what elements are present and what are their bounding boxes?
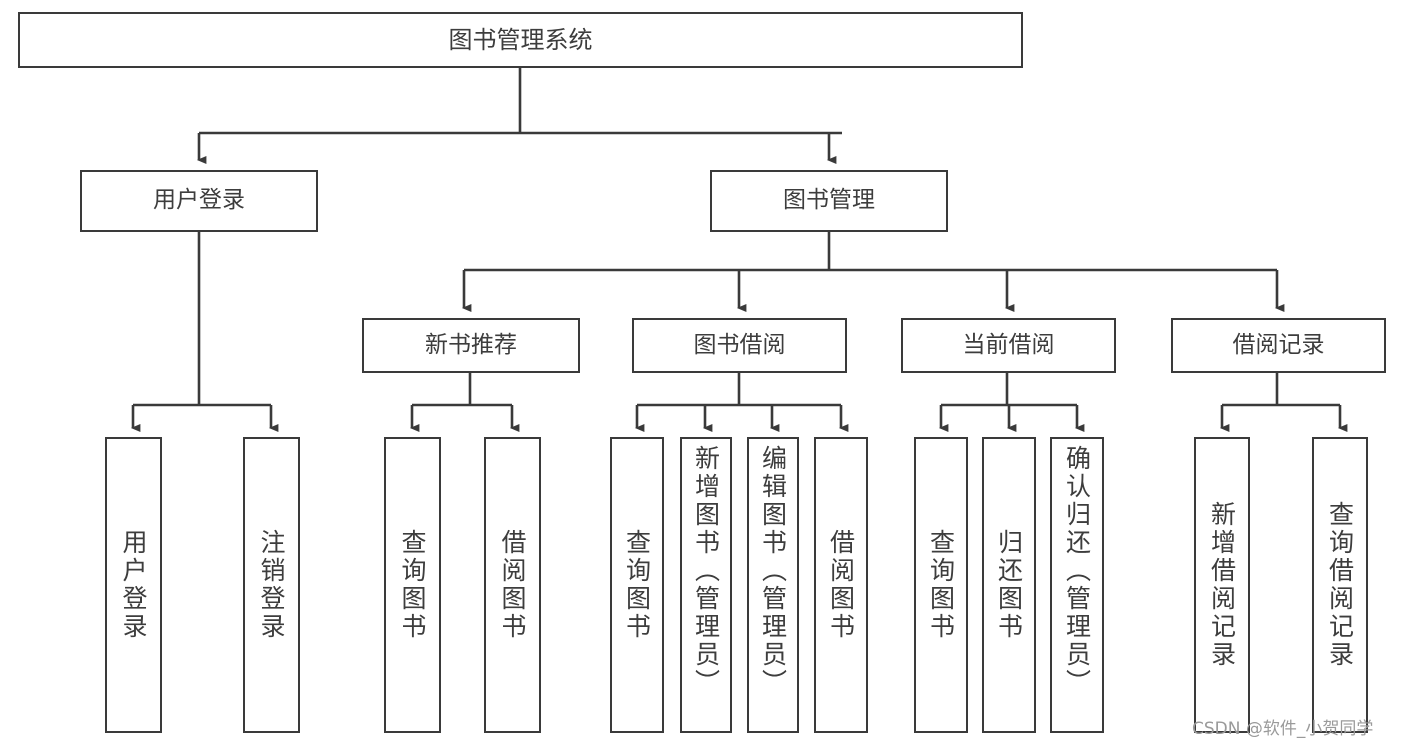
- node-label: 当前借阅: [962, 331, 1055, 358]
- node-user-login[interactable]: 用户登录: [80, 170, 318, 232]
- node-label: 用户登录: [119, 529, 148, 641]
- node-leaf-add-borrow-record[interactable]: 新增借阅记录: [1194, 437, 1250, 733]
- node-label: 借阅图书: [826, 529, 856, 641]
- node-label: 归还图书: [994, 529, 1024, 641]
- node-label: 确认归还（管理员）: [1062, 445, 1092, 697]
- node-leaf-return-book[interactable]: 归还图书: [982, 437, 1036, 733]
- node-label: 查询图书: [622, 529, 652, 641]
- node-borrow-record[interactable]: 借阅记录: [1171, 318, 1386, 373]
- node-leaf-query-book-1[interactable]: 查询图书: [384, 437, 441, 733]
- node-label: 图书管理: [783, 187, 875, 214]
- node-leaf-user-login[interactable]: 用户登录: [105, 437, 162, 733]
- node-label: 新增借阅记录: [1207, 501, 1237, 669]
- node-label: 借阅记录: [1232, 331, 1325, 358]
- node-leaf-query-book-3[interactable]: 查询图书: [914, 437, 968, 733]
- node-book-management[interactable]: 图书管理: [710, 170, 948, 232]
- node-leaf-confirm-return-admin[interactable]: 确认归还（管理员）: [1050, 437, 1104, 733]
- node-leaf-edit-book-admin[interactable]: 编辑图书（管理员）: [747, 437, 799, 733]
- node-leaf-borrow-book-2[interactable]: 借阅图书: [814, 437, 868, 733]
- node-label: 查询图书: [926, 529, 956, 641]
- node-label: 新书推荐: [425, 331, 517, 358]
- node-label: 查询图书: [398, 529, 427, 641]
- node-root-book-management-system[interactable]: 图书管理系统: [18, 12, 1023, 68]
- node-leaf-query-borrow-record[interactable]: 查询借阅记录: [1312, 437, 1368, 733]
- node-label: 编辑图书（管理员）: [758, 445, 788, 697]
- node-label: 图书借阅: [693, 331, 786, 358]
- node-label: 新增图书（管理员）: [691, 445, 721, 697]
- node-leaf-query-book-2[interactable]: 查询图书: [610, 437, 664, 733]
- node-leaf-add-book-admin[interactable]: 新增图书（管理员）: [680, 437, 732, 733]
- node-label: 借阅图书: [498, 529, 527, 641]
- node-label: 查询借阅记录: [1325, 501, 1355, 669]
- node-book-borrow[interactable]: 图书借阅: [632, 318, 847, 373]
- node-current-borrow[interactable]: 当前借阅: [901, 318, 1116, 373]
- node-leaf-borrow-book-1[interactable]: 借阅图书: [484, 437, 541, 733]
- csdn-watermark: CSDN @软件_小贺同学: [1192, 719, 1374, 739]
- node-label: 用户登录: [153, 187, 245, 214]
- node-new-book-recommendation[interactable]: 新书推荐: [362, 318, 580, 373]
- node-label: 注销登录: [257, 529, 286, 641]
- node-leaf-logout[interactable]: 注销登录: [243, 437, 300, 733]
- node-label: 图书管理系统: [448, 25, 593, 54]
